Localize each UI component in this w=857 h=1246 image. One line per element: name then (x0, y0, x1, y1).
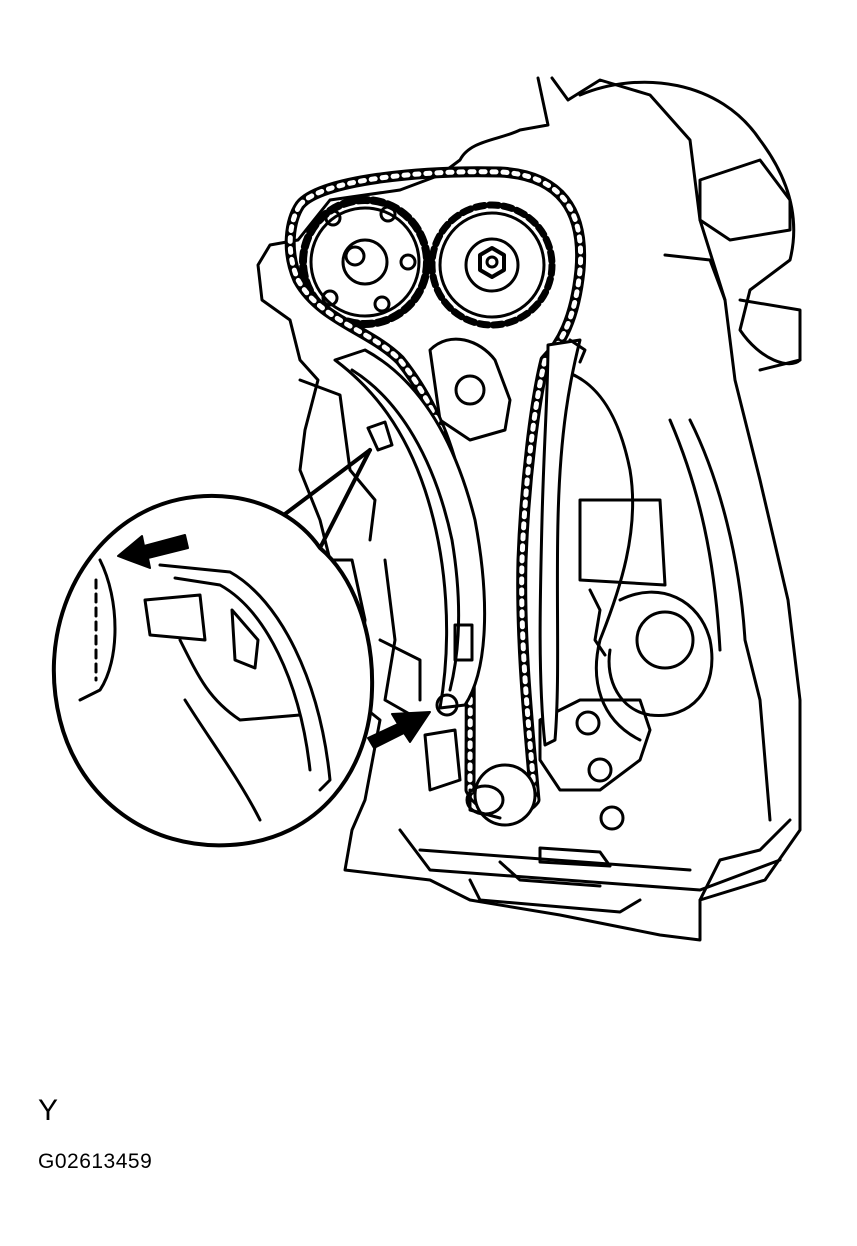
chain-tensioner-slipper (333, 348, 487, 792)
camshaft-sprocket (299, 196, 431, 328)
timing-chain (284, 166, 587, 817)
engine-block (256, 76, 802, 942)
chain-vibration-damper (538, 338, 587, 747)
view-label: Y (38, 1094, 59, 1127)
crankshaft-sprocket (465, 763, 537, 827)
timing-chain-diagram (51, 76, 802, 942)
vvt-sprocket (428, 201, 556, 329)
figure-code: G02613459 (38, 1150, 153, 1173)
arrow-pointer-icon (367, 711, 431, 749)
detail-magnifier (51, 448, 375, 848)
